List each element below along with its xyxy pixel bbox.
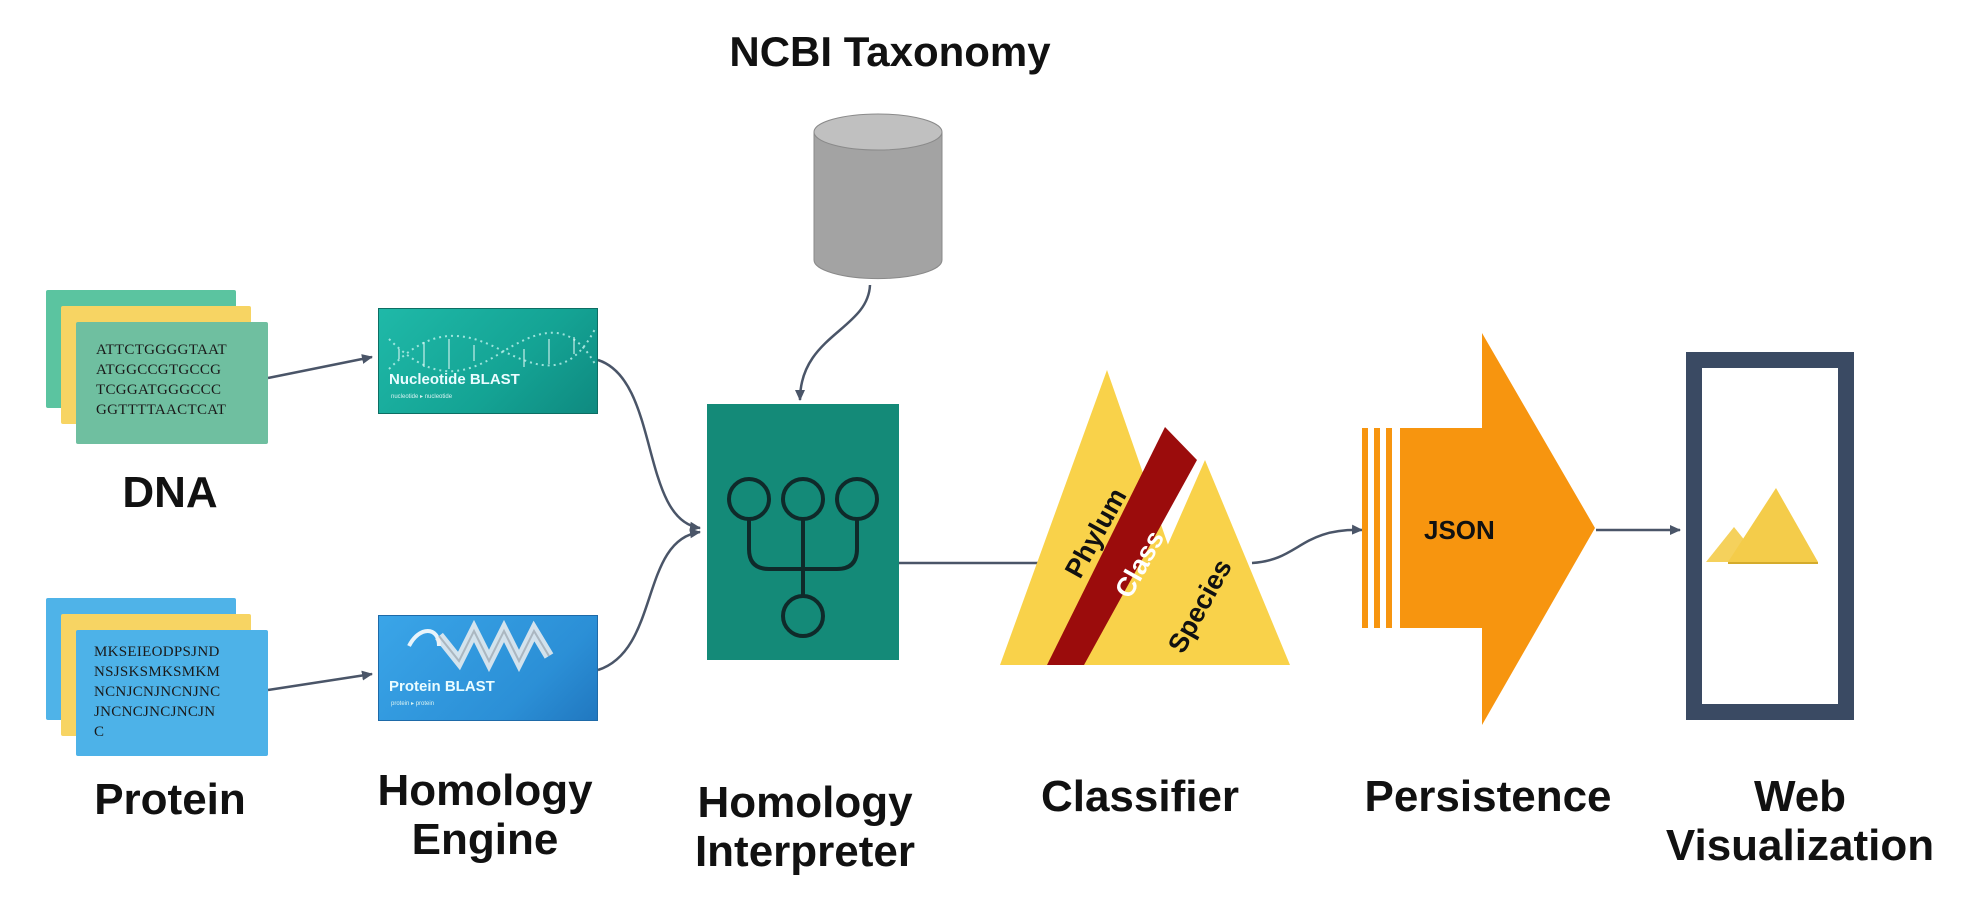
web-visualization-frame [1686, 352, 1854, 720]
tree-hierarchy-icon [727, 477, 879, 638]
protein-seq-line: MKSEIEODPSJND [94, 644, 220, 660]
protein-blast-subtitle: protein ▸ protein [391, 701, 435, 707]
classifier-pyramids: Phylum Class Species [1000, 370, 1290, 665]
arrow-protein-to-interpreter [597, 528, 701, 672]
persistence-format: JSON [1424, 515, 1495, 545]
species-triangle [1115, 460, 1290, 665]
protein-card-front: MKSEIEODPSJND NSJSKSMKSMKM NCNJCNJNCNJNC… [76, 630, 268, 756]
dna-seq-line: ATGGCCGTGCCG [96, 362, 222, 378]
homology-engine-label: Homology Engine [377, 766, 593, 865]
arrow-dna-to-nucleotide-blast [267, 354, 373, 380]
arrow-taxonomy-to-interpreter [795, 284, 872, 401]
nucleotide-blast-box: Nucleotide BLAST nucleotide ▸ nucleotide [378, 308, 598, 414]
dna-label: DNA [122, 468, 218, 517]
nucleotide-blast-subtitle: nucleotide ▸ nucleotide [391, 394, 453, 400]
homology-interpreter-label: Homology Interpreter [694, 778, 916, 877]
ncbi-taxonomy-label: NCBI Taxonomy [729, 28, 1051, 75]
arrow-classifier-to-persistence [1251, 524, 1363, 565]
protein-blast-title: Protein BLAST [389, 678, 495, 695]
dna-helix-icon [388, 328, 596, 373]
class-band [1047, 427, 1197, 665]
protein-blast-box: Protein BLAST protein ▸ protein [378, 615, 598, 721]
protein-helix-icon [407, 619, 554, 673]
protein-seq-line: C [94, 724, 105, 740]
web-visualization-label: Web Visualization [1665, 772, 1935, 871]
persistence-label: Persistence [1364, 772, 1612, 821]
nucleotide-blast-title: Nucleotide BLAST [389, 371, 520, 388]
arrow-protein-to-protein-blast [267, 670, 373, 692]
mountain-image-icon [1706, 488, 1818, 564]
dna-seq-line: GGTTTTAACTCAT [96, 402, 227, 418]
persistence-arrow: JSON [1362, 333, 1595, 725]
protein-seq-line: NSJSKSMKSMKM [94, 664, 221, 680]
database-cylinder-icon [813, 113, 943, 280]
dna-card-front: ATTCTGGGGTAAT ATGGCCGTGCCG TCGGATGGGCCC … [76, 322, 268, 444]
protein-label: Protein [94, 775, 246, 824]
protein-seq-line: NCNJCNJNCNJNC [94, 684, 221, 700]
homology-interpreter-box [707, 404, 899, 660]
protein-seq-line: JNCNCJNCJNCJN [94, 704, 216, 720]
dna-seq-line: TCGGATGGGCCC [96, 382, 222, 398]
dna-seq-line: ATTCTGGGGTAAT [96, 342, 228, 358]
classifier-label: Classifier [1040, 772, 1240, 821]
arrow-nucleotide-to-interpreter [597, 358, 701, 532]
